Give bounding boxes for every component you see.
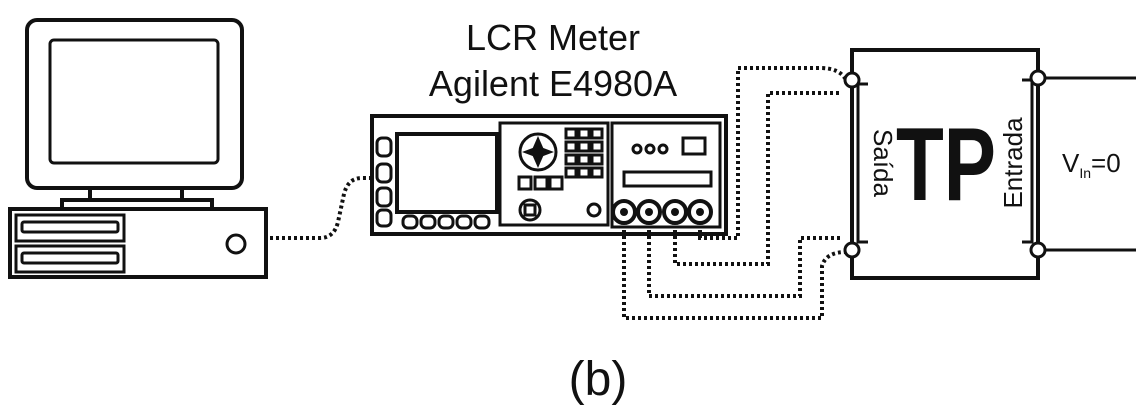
output-terminal-bottom — [843, 241, 861, 259]
transformer-label: TP — [896, 107, 996, 223]
lcr-meter-icon — [370, 114, 728, 236]
figure-caption: (b) — [569, 353, 628, 406]
test-leads — [622, 66, 848, 320]
pc-to-meter-cable — [270, 176, 376, 240]
meter-title-line2: Agilent E4980A — [429, 63, 677, 104]
output-label: Saída — [868, 129, 898, 197]
input-terminal-top — [1029, 69, 1047, 87]
computer-icon — [8, 18, 268, 279]
input-voltage-label: VIn=0 — [1062, 148, 1121, 181]
output-terminal-top — [843, 71, 861, 89]
transformer-box — [843, 48, 1047, 280]
input-wires — [1045, 76, 1136, 252]
input-terminal-bottom — [1029, 241, 1047, 259]
meter-title-line1: LCR Meter — [466, 17, 640, 58]
input-label: Entrada — [998, 117, 1028, 209]
